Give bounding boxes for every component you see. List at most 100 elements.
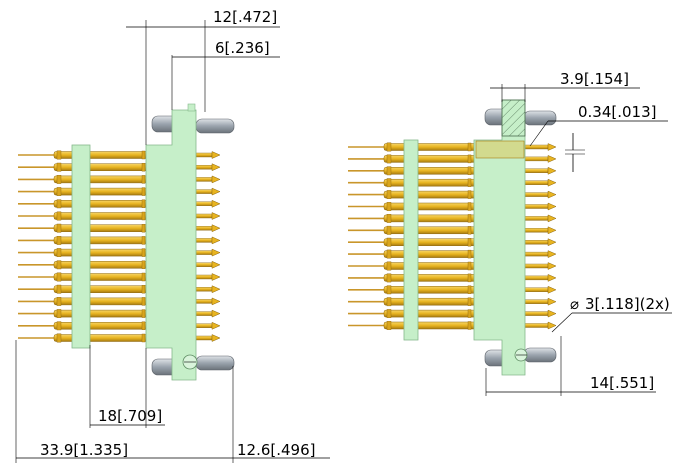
left-dim-top-width: 12[.472] [213,8,277,26]
pin-barrel [383,297,481,306]
pin-collar [386,285,392,295]
pin-tip [211,297,221,306]
pin-collar [141,260,146,269]
pin-collar [386,154,392,164]
pin-tip [547,250,557,258]
pin-barrel [53,212,155,220]
left-body-tab [187,103,196,112]
pin-barrel [383,167,481,175]
pin-collar [141,321,146,330]
pin-tip [547,238,557,247]
pin-tip [211,199,221,208]
pin-collar [141,187,146,196]
left-dim-right-extent: 12.6[.496] [237,441,316,459]
pin-collar [56,162,62,172]
pin-barrel [383,155,481,163]
pin-collar [467,309,472,318]
pin-collar [467,214,472,223]
pin-tip [547,166,557,175]
pin-tip [211,151,221,159]
pin-collar [56,297,62,306]
pin-collar [386,309,392,318]
pin-collar [467,249,472,259]
pin-barrel [53,248,155,257]
pin-collar [56,211,62,221]
pin-collar [467,226,472,235]
pin-tip [211,321,221,330]
pin-tip [211,334,221,342]
pin-tip [211,236,221,245]
pin-barrel [383,143,481,151]
pin-collar [467,166,472,176]
pin-barrel [383,202,481,211]
pin-collar [467,142,472,152]
pin-tip [547,321,557,330]
left-dimension-lines [15,20,330,463]
pin-collar [467,285,472,294]
pin-collar [467,237,472,247]
pin-collar [56,272,62,282]
pin-collar [467,178,472,187]
pin-collar [467,297,472,306]
pin-collar [56,309,62,318]
pin-collar [56,260,62,270]
pin-collar [56,199,62,209]
pin-tip [211,187,221,196]
pin-collar [141,309,146,318]
left-connector-body [145,109,197,381]
pin-barrel [383,286,481,294]
pin-collar [386,261,392,271]
pin-collar [56,150,62,160]
pin-collar [56,174,62,184]
pin-tip [211,163,221,172]
pin-barrel [53,322,155,330]
pin-collar [141,175,146,184]
pin-collar [56,248,62,257]
pin-tip [211,309,221,318]
pin-collar [56,333,62,343]
pin-barrel [53,334,155,342]
pin-collar [386,225,392,235]
left-dim-bottom-inner: 18[.709] [98,407,162,425]
pin-collar [386,202,392,211]
pin-barrel [383,309,481,318]
left-dim-overall: 33.9[1.335] [40,441,128,459]
pin-barrel [383,226,481,235]
pin-barrel [53,151,155,159]
pin-collar [386,249,392,259]
pin-tip [547,190,557,199]
pin-collar [56,223,62,233]
right-front-flange [403,139,419,341]
right-dim-pin-offset: 0.34[.013] [578,103,657,121]
pin-tip [211,273,221,281]
pin-collar [467,261,472,271]
left-connector-view: 12[.472] 6[.236] 18[.709] 33.9[1.335] 12… [15,8,330,463]
left-guide-pin-bottom-right [195,355,235,371]
pin-collar [467,273,472,283]
pin-barrel [53,175,155,184]
pin-collar [141,248,146,257]
pin-tip [547,309,557,318]
pin-collar [386,321,392,330]
pin-barrel [53,200,155,208]
pin-collar [141,199,146,209]
pin-tip [211,248,221,257]
pin-tip [547,297,557,306]
pin-barrel [53,187,155,196]
pin-collar [141,162,146,172]
pin-barrel [383,190,481,199]
pin-collar [467,190,472,199]
pin-tip [547,155,557,163]
pin-collar [467,321,472,330]
pin-collar [386,273,392,283]
pin-tip [547,262,557,270]
right-dim-diameter-symbol: ⌀ [570,295,579,313]
pin-collar [141,236,146,245]
pin-tip [547,143,557,151]
pin-barrel [53,261,155,269]
pin-barrel [53,236,155,245]
right-section-hatch [501,99,526,137]
pin-collar [386,237,392,247]
